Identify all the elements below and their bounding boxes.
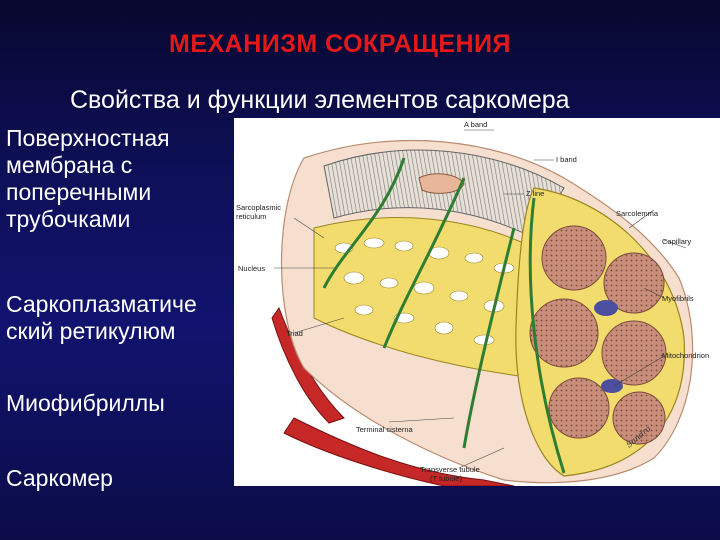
annotation-terminal-cisterna: Terminal cisterna [356, 425, 414, 434]
label-myofibrils: Миофибриллы [6, 390, 165, 416]
label-surface-membrane: Поверхностная мембрана с поперечными тру… [6, 125, 170, 232]
annotation-t-tubule-1: Transverse tubule [420, 465, 480, 474]
myofibril-5 [548, 377, 610, 439]
annotation-sr-1: Sarcoplasmic [236, 203, 281, 212]
slide-subtitle: Свойства и функции элементов саркомера [70, 86, 570, 114]
t-tubule-2 [382, 177, 466, 349]
myofibril-3 [529, 298, 599, 368]
mitochondrion-2 [601, 379, 623, 393]
t-tubule-1 [322, 157, 406, 289]
t-tubule-3 [462, 227, 516, 449]
annotation-nucleus: Nucleus [238, 264, 265, 273]
muscle-fiber-diagram: A band I band Z line Sarcoplasmic reticu… [234, 118, 720, 486]
annotation-myofibrils: Myofibrils [662, 294, 694, 303]
myofibril-4 [601, 320, 667, 386]
mitochondrion-1 [594, 300, 618, 316]
annotation-z-line: Z line [526, 189, 544, 198]
annotation-sarcolemma: Sarcolemma [616, 209, 659, 218]
annotation-a-band: A band [464, 120, 487, 129]
myofibril-6 [612, 391, 666, 445]
annotation-sr-2: reticulum [236, 212, 266, 221]
nucleus [418, 173, 465, 194]
annotation-t-tubule-2: (T tubule) [430, 474, 462, 483]
muscle-fiber-illustration: A band I band Z line Sarcoplasmic reticu… [236, 120, 709, 486]
label-sarcomere: Саркомер [6, 465, 113, 491]
annotation-capillary: Capillary [662, 237, 691, 246]
t-tubule-4 [528, 197, 566, 474]
annotation-mitochondrion: Mitochondrion [662, 351, 709, 360]
slide-title: МЕХАНИЗМ СОКРАЩЕНИЯ [169, 30, 511, 58]
annotation-i-band: I band [556, 155, 577, 164]
label-sarcoplasmic-reticulum: Саркоплазматиче ский ретикулюм [6, 291, 197, 344]
myofibril-1 [541, 225, 607, 291]
annotation-triad: Triad [286, 329, 303, 338]
myofibril-2 [603, 252, 665, 314]
capillary-bottom [283, 417, 515, 486]
